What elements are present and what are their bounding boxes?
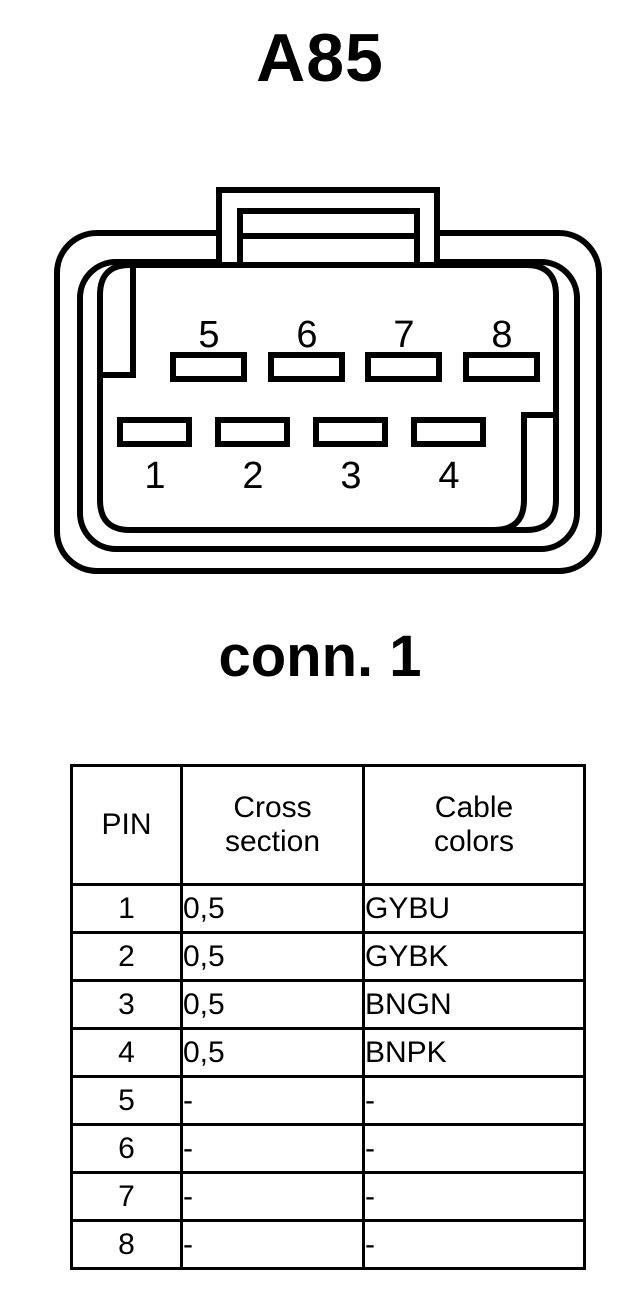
column-header-cable-colors-line1: Cable [434,791,514,825]
connector-diagram: 5 6 7 8 1 2 3 4 [0,170,640,590]
cell-cross-section: 0,5 [180,931,365,982]
pin-slot-1 [117,417,192,447]
cell-pin: 2 [70,931,183,982]
table-row: 7-- [70,1171,586,1222]
pin-number-5: 5 [198,314,219,356]
cell-pin: 8 [70,1219,183,1270]
column-header-cable-colors: Cable colors [362,764,586,886]
pin-slot-6 [268,352,345,382]
connector-inner-body [97,262,559,533]
cell-pin: 3 [70,979,183,1030]
cell-cable-colors: - [362,1171,586,1222]
cell-cross-section: 0,5 [180,883,365,934]
column-header-pin: PIN [70,764,183,886]
cell-pin: 7 [70,1171,183,1222]
connector-drawing: 5 6 7 8 1 2 3 4 [54,187,602,574]
column-header-pin-label: PIN [101,808,152,842]
pin-slot-2 [215,417,290,447]
cell-pin: 5 [70,1075,183,1126]
cell-cable-colors: GYBU [362,883,586,934]
table-row: 8-- [70,1219,586,1270]
cell-cable-colors: - [362,1075,586,1126]
connector-key-notch-left [100,265,136,378]
pin-number-4: 4 [438,455,459,497]
cell-cable-colors: - [362,1219,586,1270]
cell-pin: 1 [70,883,183,934]
table-header-row: PIN Cross section Cable colors [70,764,586,886]
pin-slot-7 [365,352,442,382]
cell-cross-section: - [180,1075,365,1126]
connector-caption: conn. 1 [218,624,422,689]
table-row: 6-- [70,1123,586,1174]
pin-number-6: 6 [296,314,317,356]
pin-slot-3 [313,417,388,447]
cell-cross-section: - [180,1219,365,1270]
page-title: A85 [256,20,384,96]
connector-key-notch-right [493,412,556,533]
column-header-cross-section: Cross section [180,764,365,886]
cell-cable-colors: BNPK [362,1027,586,1078]
column-header-cable-colors-line2: colors [433,825,515,858]
pin-number-1: 1 [144,455,165,497]
pin-table-head: PIN Cross section Cable colors [70,764,586,886]
pin-slot-5 [170,352,247,382]
cell-pin: 6 [70,1123,183,1174]
pin-number-8: 8 [491,314,512,356]
cell-cross-section: 0,5 [180,979,365,1030]
cell-cross-section: - [180,1171,365,1222]
cell-cable-colors: BNGN [362,979,586,1030]
pin-slot-4 [411,417,486,447]
cell-pin: 4 [70,1027,183,1078]
pin-number-7: 7 [393,314,414,356]
connector-latch-inner [237,208,420,271]
pin-slot-8 [463,352,540,382]
table-row: 5-- [70,1075,586,1126]
cell-cross-section: 0,5 [180,1027,365,1078]
column-header-cross-section-line1: Cross [233,791,312,825]
cell-cable-colors: - [362,1123,586,1174]
pin-number-2: 2 [242,455,263,497]
pin-number-3: 3 [340,455,361,497]
column-header-cross-section-line2: section [224,825,321,858]
cell-cross-section: - [180,1123,365,1174]
cell-cable-colors: GYBK [362,931,586,982]
